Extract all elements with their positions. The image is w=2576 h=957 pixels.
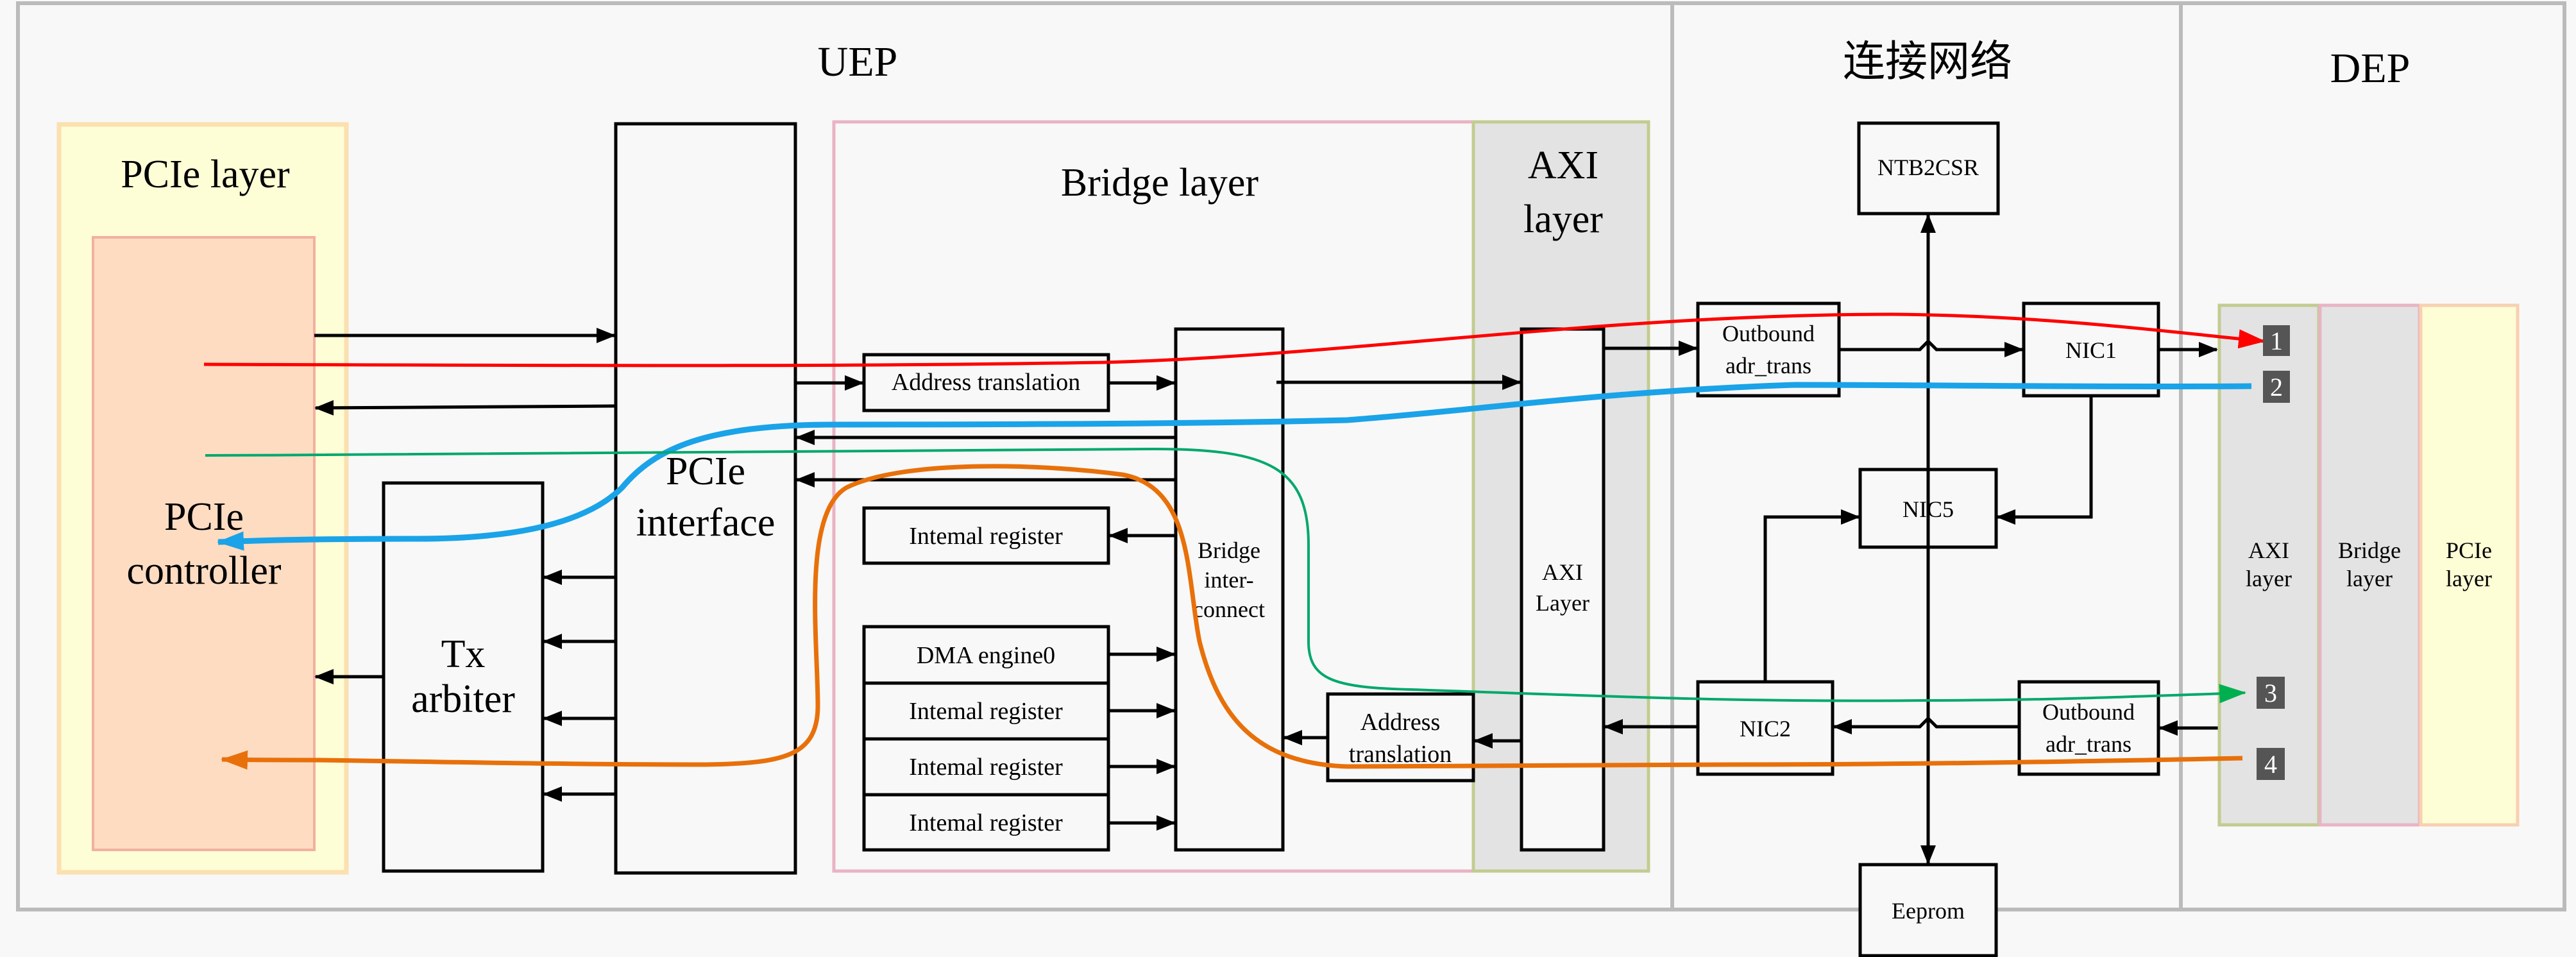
network-connectors bbox=[1604, 214, 2218, 865]
pcie-controller bbox=[92, 236, 316, 851]
badge-2: 2 bbox=[2263, 371, 2290, 403]
outbound-bottom-label-2: adr_trans bbox=[2046, 731, 2131, 757]
svg-text:1: 1 bbox=[2270, 326, 2283, 355]
address-translation-out-label-1: Address bbox=[1360, 709, 1441, 736]
path-2-blue bbox=[217, 382, 2252, 551]
axi-layer-title-2: layer bbox=[1523, 198, 1603, 241]
outbound-top-label-2: adr_trans bbox=[1725, 353, 1811, 378]
ntb2csr: NTB2CSR bbox=[1857, 121, 2000, 216]
dep-bridge-layer bbox=[2318, 303, 2421, 827]
axi-layer-block bbox=[1520, 327, 1606, 852]
nic2: NIC2 bbox=[1696, 680, 1835, 776]
pcie-interface-label-2: interface bbox=[636, 501, 775, 545]
outbound-bottom-label-1: Outbound bbox=[2042, 699, 2135, 725]
data-paths bbox=[203, 312, 2266, 770]
internal-register-top: Intemal register bbox=[862, 506, 1110, 565]
tx-arbiter-label-1: Tx bbox=[441, 632, 486, 676]
axi-layer-block-label-2: Layer bbox=[1536, 590, 1589, 616]
badge-1: 1 bbox=[2263, 325, 2290, 356]
path-4-orange bbox=[221, 464, 2243, 770]
internal-register-top-label: Intemal register bbox=[909, 523, 1063, 550]
eeprom-label: Eeprom bbox=[1892, 898, 1965, 924]
axi-layer: AXI layer AXI Layer bbox=[1471, 120, 1650, 873]
badge-4: 4 bbox=[2257, 748, 2285, 780]
section-title-dep: DEP bbox=[2330, 45, 2411, 92]
dma-register-group: DMA engine0 Intemal register Intemal reg… bbox=[862, 625, 1110, 852]
dep-axi-layer-label-2: layer bbox=[2246, 566, 2292, 591]
address-translation-out-label-2: translation bbox=[1349, 741, 1452, 768]
tx-arbiter-label-2: arbiter bbox=[411, 677, 515, 721]
pcie-controller-label-2: controller bbox=[126, 549, 281, 593]
tx-arbiter: Tx arbiter bbox=[382, 481, 545, 873]
pcie-interface-label-1: PCIe bbox=[666, 450, 745, 493]
pcie-interface: PCIe interface bbox=[614, 122, 797, 875]
axi-layer-title-1: AXI bbox=[1528, 144, 1598, 187]
ntb2csr-label: NTB2CSR bbox=[1877, 155, 1979, 180]
eeprom: Eeprom bbox=[1858, 863, 1998, 957]
section-title-uep: UEP bbox=[818, 38, 898, 85]
badge-3: 3 bbox=[2257, 677, 2285, 709]
path-badges: 1 2 3 4 bbox=[2257, 325, 2290, 780]
nic2-label: NIC2 bbox=[1740, 716, 1791, 741]
pcie-layer-title: PCIe layer bbox=[121, 153, 290, 196]
address-translation-in-label: Address translation bbox=[892, 369, 1080, 396]
internal-register-label: Intemal register bbox=[909, 809, 1063, 836]
internal-register-label: Intemal register bbox=[909, 754, 1063, 781]
dep-axi-layer-label-1: AXI bbox=[2248, 538, 2289, 563]
svg-text:4: 4 bbox=[2264, 750, 2277, 779]
section-title-network: 连接网络 bbox=[1843, 38, 2012, 85]
dep-bridge-layer-label-1: Bridge bbox=[2338, 538, 2401, 563]
dep-bridge-layer-label-2: layer bbox=[2346, 566, 2393, 591]
dep-pcie-layer-label-2: layer bbox=[2446, 566, 2492, 591]
dep-layer-stack: AXI layer Bridge layer PCIe layer bbox=[2217, 303, 2520, 827]
bridge-interconnect-label-2: inter- bbox=[1204, 567, 1253, 593]
bridge-interconnect-label-3: connect bbox=[1193, 597, 1265, 622]
pcie-layer: PCIe layer PCIe controller bbox=[56, 122, 349, 875]
bridge-layer-title: Bridge layer bbox=[1061, 161, 1259, 205]
bridge-interconnect-label-1: Bridge bbox=[1198, 538, 1260, 563]
dma-engine0-label: DMA engine0 bbox=[917, 642, 1055, 669]
path-1-red bbox=[203, 312, 2266, 368]
svg-text:2: 2 bbox=[2270, 373, 2283, 402]
dep-pcie-layer-label-1: PCIe bbox=[2446, 538, 2492, 563]
nic1: NIC1 bbox=[2022, 301, 2160, 398]
nic1-label: NIC1 bbox=[2065, 337, 2117, 363]
dep-axi-layer bbox=[2217, 303, 2321, 827]
outbound-top-label-1: Outbound bbox=[1722, 321, 1815, 346]
svg-text:3: 3 bbox=[2264, 679, 2277, 707]
path-3-green bbox=[205, 447, 2246, 704]
dep-pcie-layer bbox=[2419, 303, 2520, 827]
axi-layer-block-label-1: AXI bbox=[1542, 559, 1583, 585]
internal-register-label: Intemal register bbox=[909, 698, 1063, 725]
pcie-controller-label-1: PCIe bbox=[164, 495, 244, 539]
